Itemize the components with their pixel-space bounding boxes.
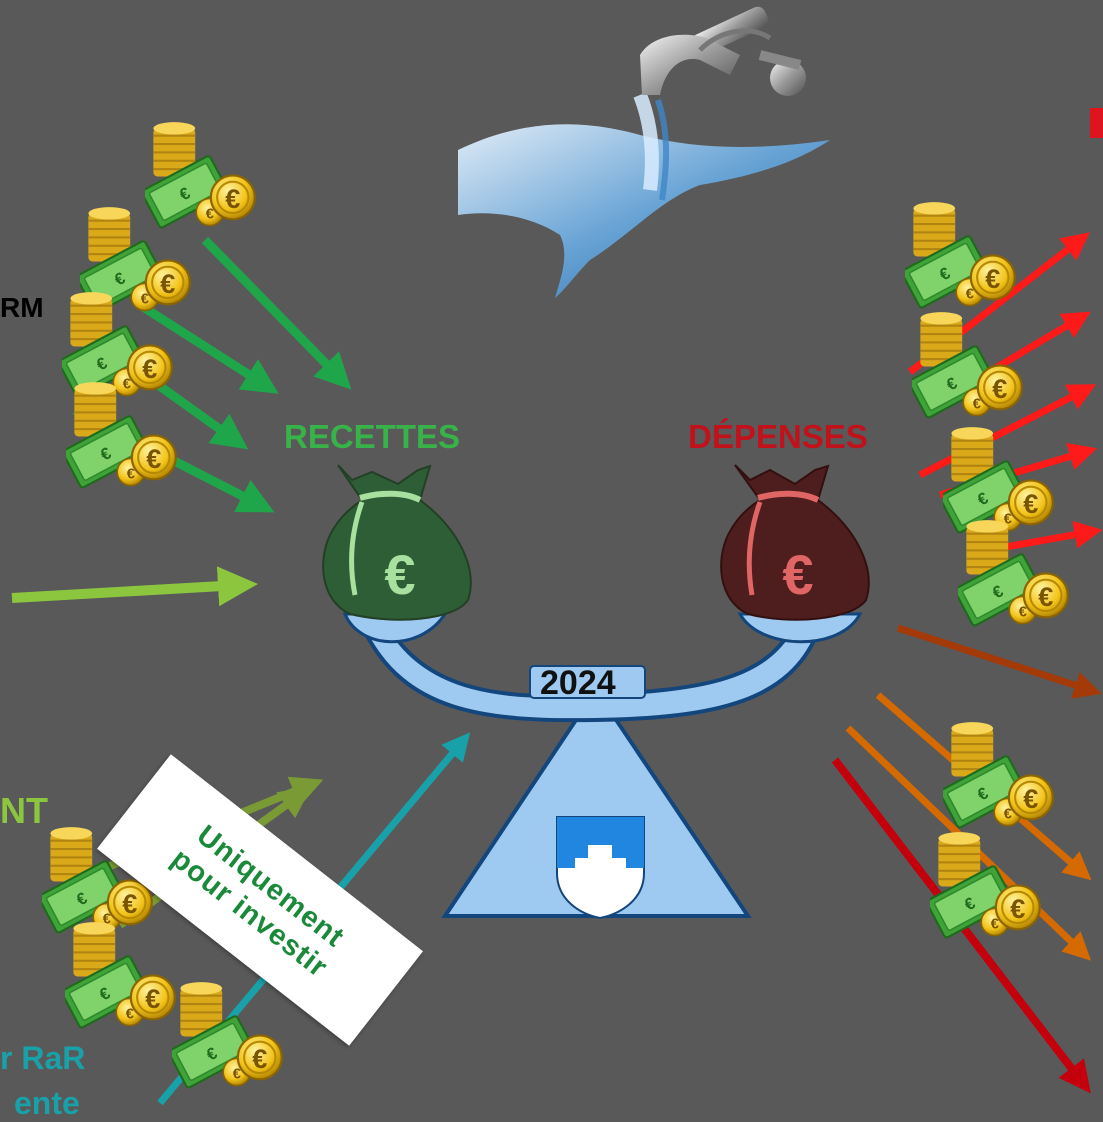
green-arrow [201, 236, 352, 390]
partial-label-bottom-left-1: r RaR [0, 1040, 86, 1076]
depenses-bag-symbol: € [782, 543, 813, 606]
partial-label-bottom-left-2: ente [14, 1085, 80, 1121]
year-label: 2024 [540, 664, 616, 702]
euro-coin-stack-with-banknotes-icon [65, 921, 176, 1030]
green-arrow [137, 301, 279, 394]
partial-label-top-left: RM [0, 292, 44, 323]
euro-coin-stack-with-banknotes-icon [905, 201, 1016, 310]
depenses-label: DÉPENSES [688, 418, 868, 455]
euro-coin-stack-with-banknotes-icon [62, 291, 173, 400]
partial-label-mid-left: NT [0, 790, 48, 831]
euro-coin-stack-with-banknotes-icon [943, 426, 1054, 535]
coat-of-arms-icon [556, 816, 645, 920]
euro-coin-stack-with-banknotes-icon [172, 981, 283, 1090]
scale-base [441, 686, 752, 920]
recettes-bag-symbol: € [384, 543, 415, 606]
scale-beam [342, 612, 863, 723]
red-arrow [918, 384, 1097, 479]
depenses-money-bag-icon: € [720, 464, 870, 621]
euro-coin-stack-with-banknotes-icon [943, 721, 1054, 830]
euro-coin-stack-with-banknotes-icon [930, 831, 1041, 940]
red-arrow [999, 520, 1103, 552]
recettes-label: RECETTES [284, 418, 461, 455]
partial-red-mark [1090, 108, 1103, 138]
euro-coin-stack-with-banknotes-icon [145, 121, 256, 230]
brown-arrow [896, 624, 1102, 699]
euro-coin-stack-with-banknotes-icon [66, 381, 177, 490]
lime-arrow [11, 566, 258, 607]
faucet-with-water-icon [458, 6, 830, 298]
recettes-money-bag-icon: € [322, 464, 472, 621]
